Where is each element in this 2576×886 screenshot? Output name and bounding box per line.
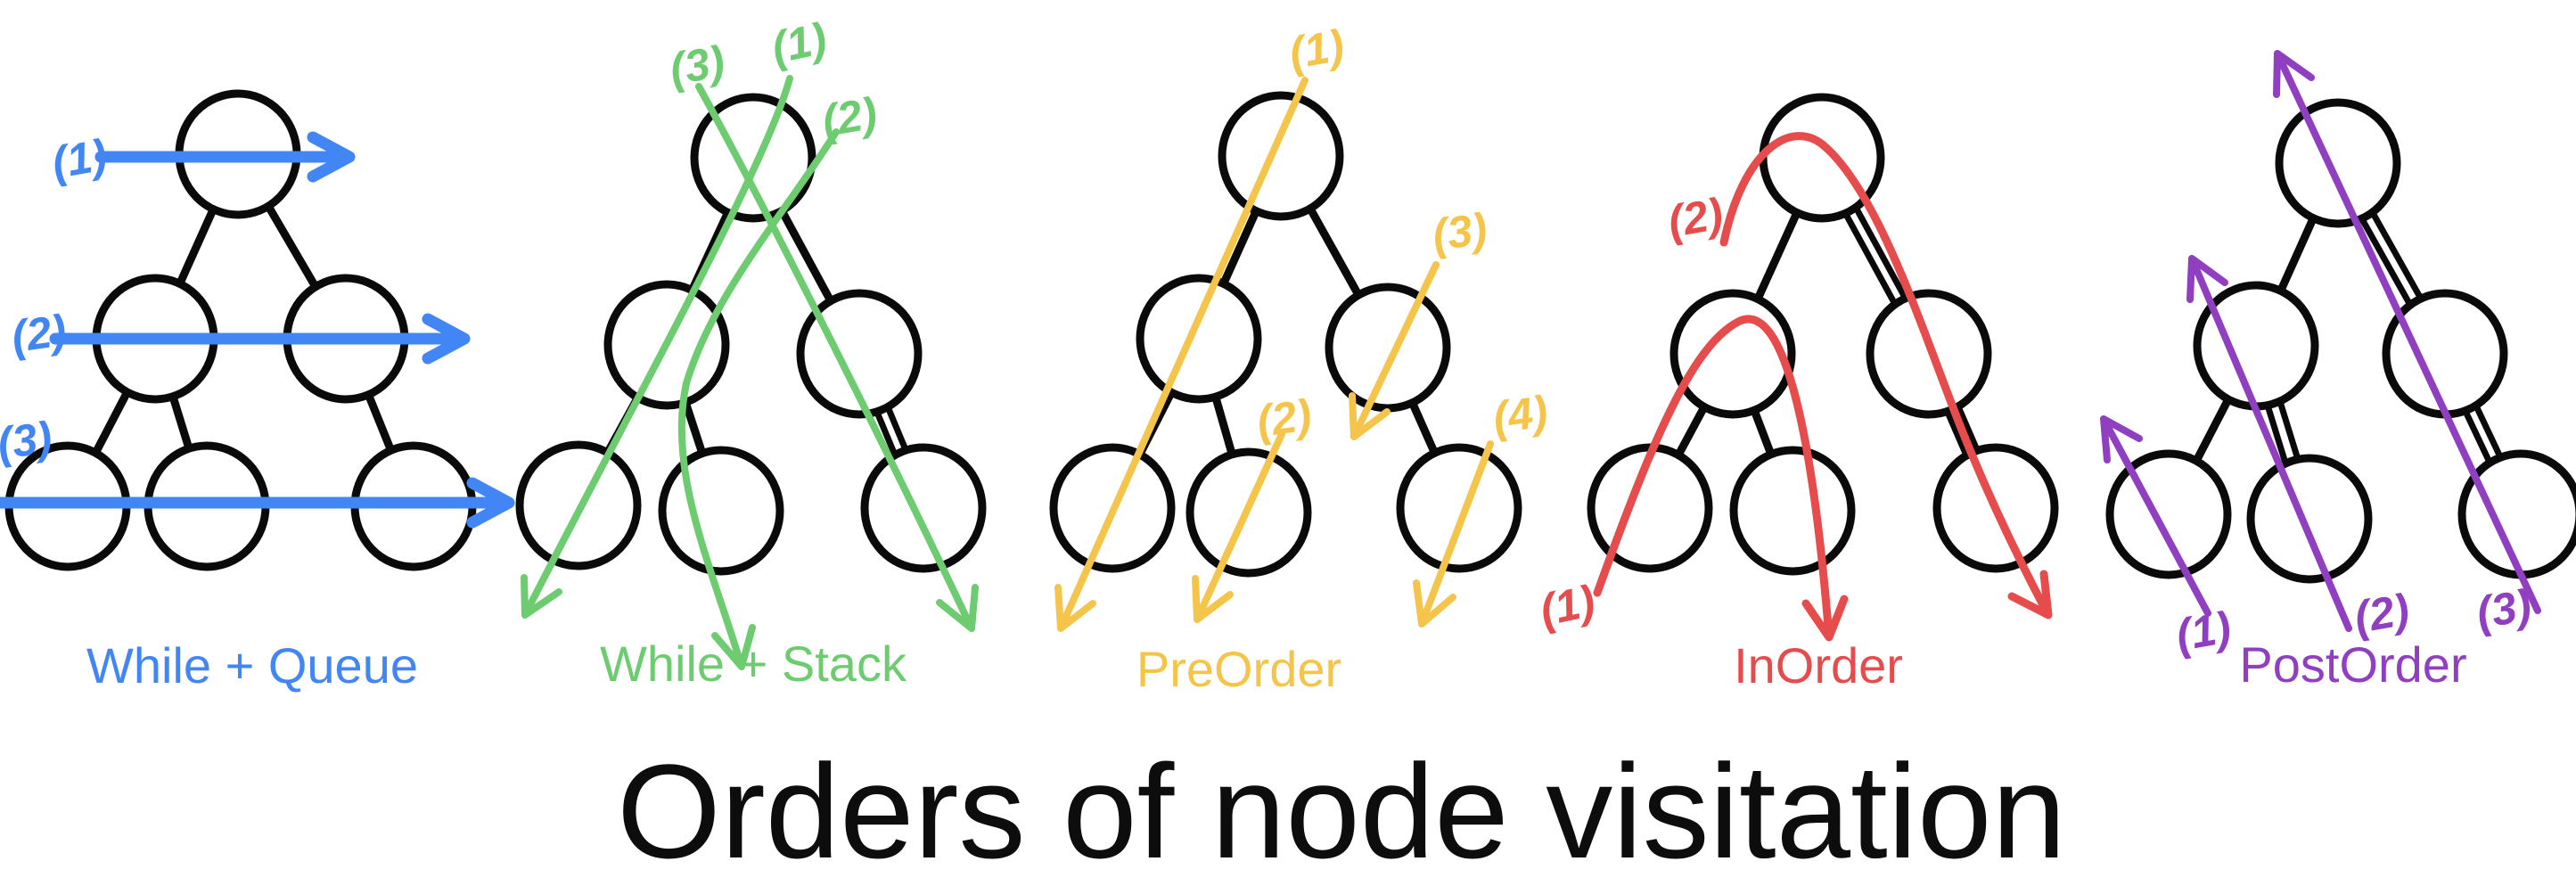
step-label: (2) [1253,390,1314,447]
tree-node [1396,443,1522,573]
tree-edges [63,150,418,511]
panel-label: PostOrder [2239,636,2466,693]
tree-while-stack: (3) (1) (2) While + Stack [515,13,987,692]
postorder-arrow-2 [2186,255,2352,632]
traversal-arrows [1054,77,1494,632]
tree-postorder: (1) (2) (3) PostOrder [2100,50,2576,693]
tree-edges-double [1813,152,2005,514]
level-1-arrow [94,131,356,183]
tree-node [1729,446,1856,576]
tree-node [860,443,987,573]
page-title: Orders of node visitation [617,736,2066,886]
preorder-arrow-1 [1054,77,1309,632]
panel-label: PreOrder [1136,641,1341,697]
tree-node [1136,274,1262,404]
tree-node [658,446,784,576]
tree-node [2457,449,2576,579]
traversal-arrows [0,131,515,529]
traversal-arrows [2100,50,2541,632]
stack-pass-2-arrow [677,128,840,670]
step-label: (2) [818,87,881,146]
tree-texts: (3) (1) (2) While + Stack [600,13,907,692]
step-label: (1) [767,13,831,73]
preorder-arrow-3 [1349,261,1440,440]
tree-nodes [2105,98,2576,584]
tree-texts: (1) (2) (3) (4) PreOrder [1136,20,1551,697]
level-3-arrow [0,477,515,529]
level-2-arrow [49,313,471,365]
traversal-arrows [521,75,979,670]
step-label: (1) [1536,576,1599,636]
step-label: (2) [1664,188,1727,247]
stack-pass-3-arrow [695,83,979,632]
inorder-arc-2 [1719,132,2053,619]
tree-preorder: (1) (2) (3) (4) PreOrder [1049,20,1551,697]
panel-label: InOrder [1734,637,1903,693]
tree-node [796,289,923,419]
step-label: (1) [1285,20,1348,78]
tree-texts: (1) (2) (3) PostOrder [2172,579,2535,693]
step-label: (4) [1489,386,1550,443]
tree-texts: (1) (2) (3) While + Queue [0,129,418,693]
step-label: (3) [666,36,728,94]
tree-node [1218,91,1344,221]
step-label: (3) [1429,203,1489,260]
tree-nodes [1049,91,1522,578]
step-label: (1) [2172,602,2235,660]
tree-node [1669,289,1796,419]
preorder-arrow-2 [1192,431,1285,623]
tree-nodes [515,93,987,576]
tree-nodes [1587,93,2059,576]
postorder-arrow-3 [2273,50,2541,614]
tree-node [2193,281,2319,411]
step-label: (2) [8,305,69,362]
tree-node [2246,454,2373,584]
tree-edges-double [2246,157,2530,524]
tree-texts: (2) (1) InOrder [1536,188,1903,693]
postorder-arrow-1 [2100,415,2211,617]
tree-node [2382,289,2508,419]
tree-inorder: (2) (1) InOrder [1536,93,2059,693]
step-label: (1) [48,129,111,188]
stack-pass-1-arrow [521,75,793,619]
step-label: (3) [0,412,55,469]
inorder-arc-1 [1593,315,1849,642]
step-label: (3) [2473,579,2535,638]
tree-node [2275,98,2401,228]
step-label: (2) [2350,584,2413,643]
tree-node [2105,449,2232,579]
traversal-arrows [1593,132,2053,642]
tree-while-queue: (1) (2) (3) While + Queue [0,89,515,693]
panel-label: While + Stack [600,636,907,692]
tree-node [1325,283,1451,413]
preorder-arrow-4 [1413,440,1494,628]
panel-label: While + Queue [86,637,418,693]
